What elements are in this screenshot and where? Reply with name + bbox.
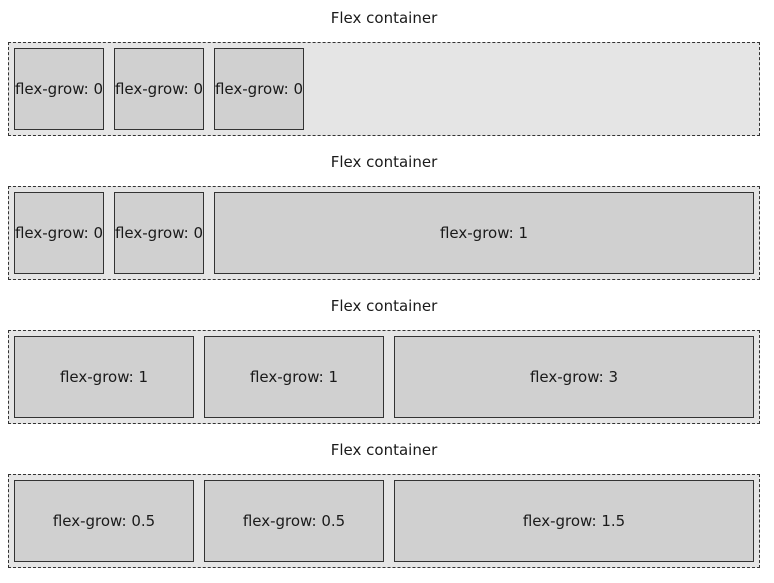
flex-item: flex-grow: 1 xyxy=(204,336,384,418)
container-caption: Flex container xyxy=(330,297,438,315)
flex-item: flex-grow: 0.5 xyxy=(14,480,194,562)
flex-item: flex-grow: 0 xyxy=(114,48,204,130)
flex-container: flex-grow: 0 flex-grow: 0 flex-grow: 0 xyxy=(8,42,760,136)
flex-item: flex-grow: 1 xyxy=(214,192,754,274)
flex-item: flex-grow: 0 xyxy=(14,48,104,130)
container-caption: Flex container xyxy=(330,9,438,27)
flex-container: flex-grow: 0.5 flex-grow: 0.5 flex-grow:… xyxy=(8,474,760,568)
container-caption: Flex container xyxy=(330,441,438,459)
flex-container: flex-grow: 0 flex-grow: 0 flex-grow: 1 xyxy=(8,186,760,280)
flex-container: flex-grow: 1 flex-grow: 1 flex-grow: 3 xyxy=(8,330,760,424)
flex-item: flex-grow: 0.5 xyxy=(204,480,384,562)
flex-item: flex-grow: 3 xyxy=(394,336,754,418)
flex-item: flex-grow: 1 xyxy=(14,336,194,418)
flex-item: flex-grow: 0 xyxy=(14,192,104,274)
container-caption: Flex container xyxy=(330,153,438,171)
flex-item: flex-grow: 1.5 xyxy=(394,480,754,562)
flex-item: flex-grow: 0 xyxy=(114,192,204,274)
flex-item: flex-grow: 0 xyxy=(214,48,304,130)
